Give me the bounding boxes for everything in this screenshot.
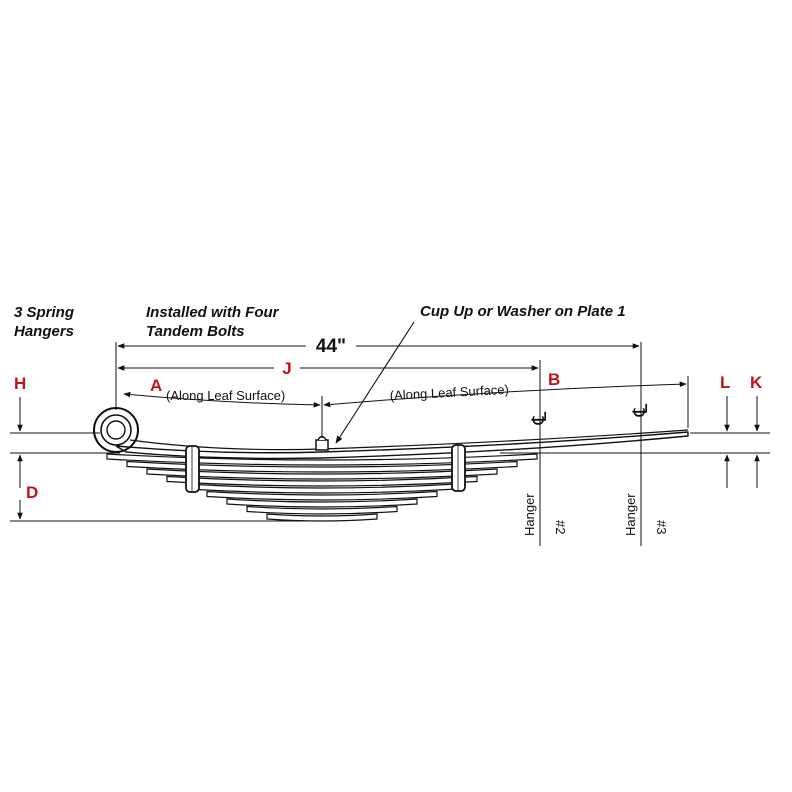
K-dimension: K	[750, 373, 763, 488]
hanger-2-marker: ℄ Hanger #2	[522, 411, 568, 536]
L-label: L	[720, 373, 730, 392]
hanger-3-marker: ℄ Hanger #3	[623, 403, 669, 536]
hanger-2-number: #2	[553, 520, 568, 534]
spring-hangers-line1: 3 Spring	[14, 304, 74, 321]
K-label: K	[750, 373, 763, 392]
reference-lines	[10, 432, 770, 522]
spring-eye	[93, 407, 139, 453]
hanger-3-number: #3	[654, 520, 669, 534]
hanger-3-label: Hanger	[623, 493, 638, 536]
leaf-3	[126, 460, 518, 473]
leaf-8	[226, 498, 418, 508]
D-dimension: D	[17, 483, 38, 520]
cup-up-leader	[335, 321, 415, 444]
A-label: A	[150, 376, 162, 395]
leaf-7	[206, 490, 438, 501]
centerline-icon: ℄	[529, 411, 551, 425]
B-label: B	[548, 370, 560, 389]
D-label: D	[26, 483, 38, 502]
installed-line2: Tandem Bolts	[146, 323, 245, 340]
H-dimension: H	[14, 374, 26, 488]
centerline-icon: ℄	[630, 403, 652, 417]
A-dimension: A (Along Leaf Surface)	[123, 376, 321, 408]
J-label: J	[282, 359, 291, 378]
A-note: (Along Leaf Surface)	[166, 388, 285, 403]
B-note: (Along Leaf Surface)	[389, 382, 509, 403]
spring-hangers-note: 3 Spring Hangers	[14, 304, 74, 340]
installed-note: Installed with Four Tandem Bolts	[146, 304, 280, 340]
center-bolt	[315, 435, 329, 451]
leaf-9	[246, 505, 398, 515]
leaf-10	[266, 513, 378, 522]
rebound-clip-left	[185, 445, 200, 493]
B-dimension: B (Along Leaf Surface)	[323, 370, 687, 408]
cup-up-note: Cup Up or Washer on Plate 1	[335, 303, 626, 444]
leaf-4	[146, 468, 498, 480]
leaf-5	[166, 475, 478, 487]
L-dimension: L	[720, 373, 730, 488]
leaf-2	[106, 453, 538, 466]
main-leaf	[115, 431, 689, 460]
H-label: H	[14, 374, 26, 393]
J-dimension: J	[117, 359, 539, 378]
overall-length-dimension: 44"	[117, 336, 640, 357]
cup-up-label: Cup Up or Washer on Plate 1	[420, 303, 626, 320]
installed-line1: Installed with Four	[146, 304, 280, 321]
rebound-clip-right	[451, 444, 466, 492]
hanger-2-label: Hanger	[522, 493, 537, 536]
overall-length-label: 44"	[316, 336, 346, 357]
spring-hangers-line2: Hangers	[14, 323, 74, 340]
